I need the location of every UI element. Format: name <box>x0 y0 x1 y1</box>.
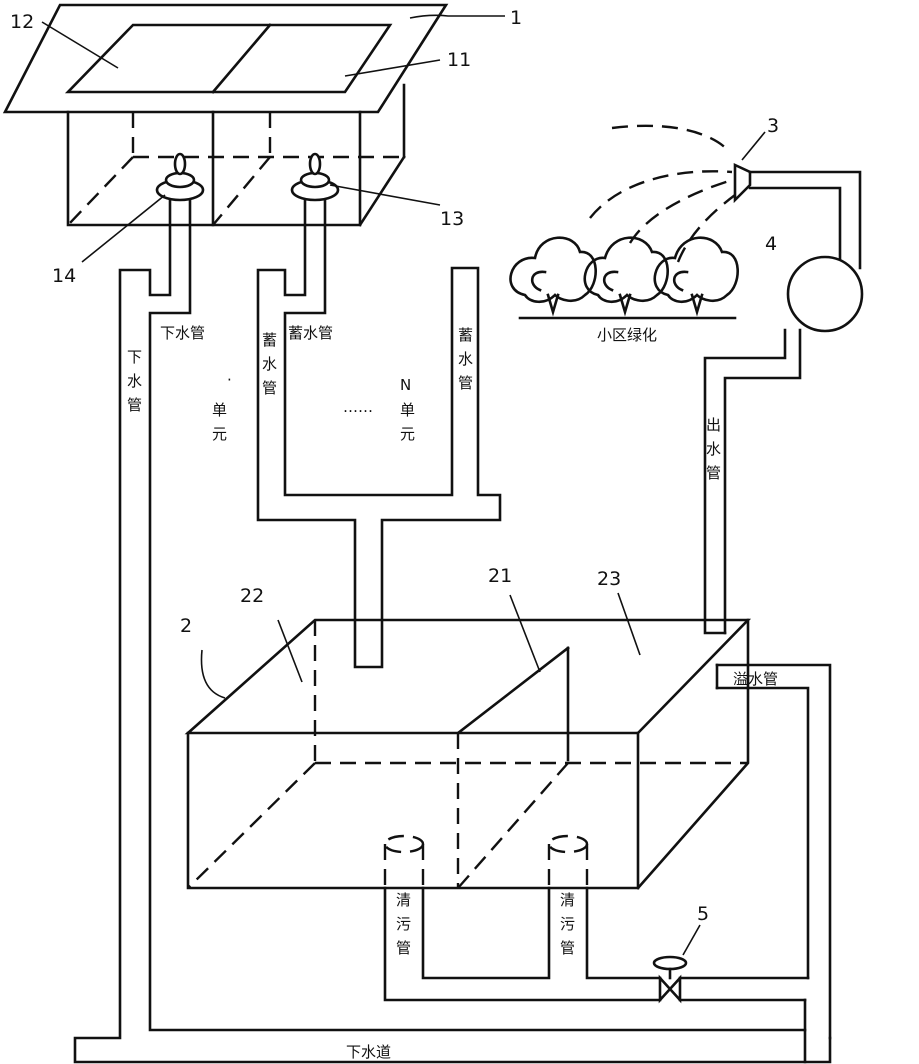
sink-hidden-divider-base <box>212 156 271 226</box>
outlet-pipe-outer <box>703 328 787 635</box>
greenery: 小区绿化 <box>509 236 739 344</box>
tank-top <box>184 618 752 735</box>
sink-basin-opening <box>64 23 393 94</box>
sink-side-bottom <box>358 155 406 227</box>
label-1: 1 <box>510 7 522 29</box>
pipe-to-pump-inner <box>748 186 842 270</box>
label-14: 14 <box>52 265 76 287</box>
label-11: 11 <box>447 49 471 71</box>
leader-11 <box>344 59 441 77</box>
tank-partition-top <box>456 646 570 735</box>
label-12: 12 <box>10 11 34 33</box>
drain-pipe <box>73 198 832 1064</box>
overflow-pipe-label: 溢水管 <box>733 670 778 688</box>
leader-14 <box>81 194 166 263</box>
leader-2 <box>200 649 226 699</box>
leader-21 <box>509 594 541 673</box>
pipe-to-pump-outer <box>748 170 862 270</box>
vertical-labels: 下水管蓄水管蓄水管单元单元出水管清污管清污管 <box>127 326 721 957</box>
spray-arc-2 <box>589 170 733 219</box>
leader-5 <box>682 924 701 956</box>
cleaning-pipe-label-right: 清污管 <box>560 891 575 957</box>
leader-23 <box>617 592 641 656</box>
leader-3 <box>741 131 766 161</box>
tank-front <box>186 731 640 890</box>
sprinkler-head <box>733 162 752 204</box>
spray-arc-3 <box>628 178 733 244</box>
outlet-pipe-label: 出水管 <box>706 416 721 482</box>
sink-unit <box>2 3 449 227</box>
label-21: 21 <box>488 565 512 587</box>
greenery-label: 小区绿化 <box>597 326 657 344</box>
drain-plug-14 <box>155 152 205 202</box>
bush-left <box>509 236 597 304</box>
cleaning-pipe-label-left: 清污管 <box>396 891 411 957</box>
storage-tank <box>184 618 752 890</box>
label-2: 2 <box>180 615 192 637</box>
leader-1 <box>409 14 505 19</box>
sink-hidden-corner <box>67 156 134 226</box>
unit-dot: · <box>227 371 232 389</box>
leader-22 <box>277 619 303 683</box>
label-5: 5 <box>697 903 709 925</box>
sewer-label: 下水道 <box>346 1043 391 1061</box>
label-3: 3 <box>767 115 779 137</box>
unit-n: N <box>400 376 411 394</box>
storage-pipe <box>256 198 502 669</box>
spray-arc-4 <box>676 194 736 263</box>
leader-12 <box>41 21 119 69</box>
drain-pipe-label-vertical: 下水管 <box>127 348 142 414</box>
label-4: 4 <box>765 233 777 255</box>
cleaning-pipes <box>383 834 810 1032</box>
drain-pipe-label-h: 下水管 <box>160 324 205 342</box>
cleaning-outlet-right <box>547 834 589 854</box>
bush-right <box>653 236 739 304</box>
pump <box>786 255 864 333</box>
label-13: 13 <box>440 208 464 230</box>
leader-13 <box>329 184 441 206</box>
valve-body <box>658 974 682 1004</box>
storage-pipe-label-vertical-left: 蓄水管 <box>262 331 277 397</box>
sink-top-frame <box>2 3 449 114</box>
overflow-pipe <box>715 663 832 1040</box>
valve <box>652 955 688 1004</box>
valve-handle <box>652 955 688 971</box>
ellipsis: …… <box>343 398 373 416</box>
spray-arc-1 <box>611 124 729 151</box>
storage-pipe-label-h: 蓄水管 <box>288 324 333 342</box>
label-23: 23 <box>597 568 621 590</box>
sink-divider <box>211 23 272 94</box>
unit-label-right: 单元 <box>400 401 415 443</box>
drain-plug-13 <box>290 152 340 202</box>
outlet-pipe-inner <box>723 328 802 635</box>
label-22: 22 <box>240 585 264 607</box>
storage-pipe-label-vertical-right: 蓄水管 <box>458 326 473 392</box>
cleaning-outlet-left <box>383 834 425 854</box>
tank-side <box>636 618 750 890</box>
unit-label-left: 单元 <box>212 401 227 443</box>
